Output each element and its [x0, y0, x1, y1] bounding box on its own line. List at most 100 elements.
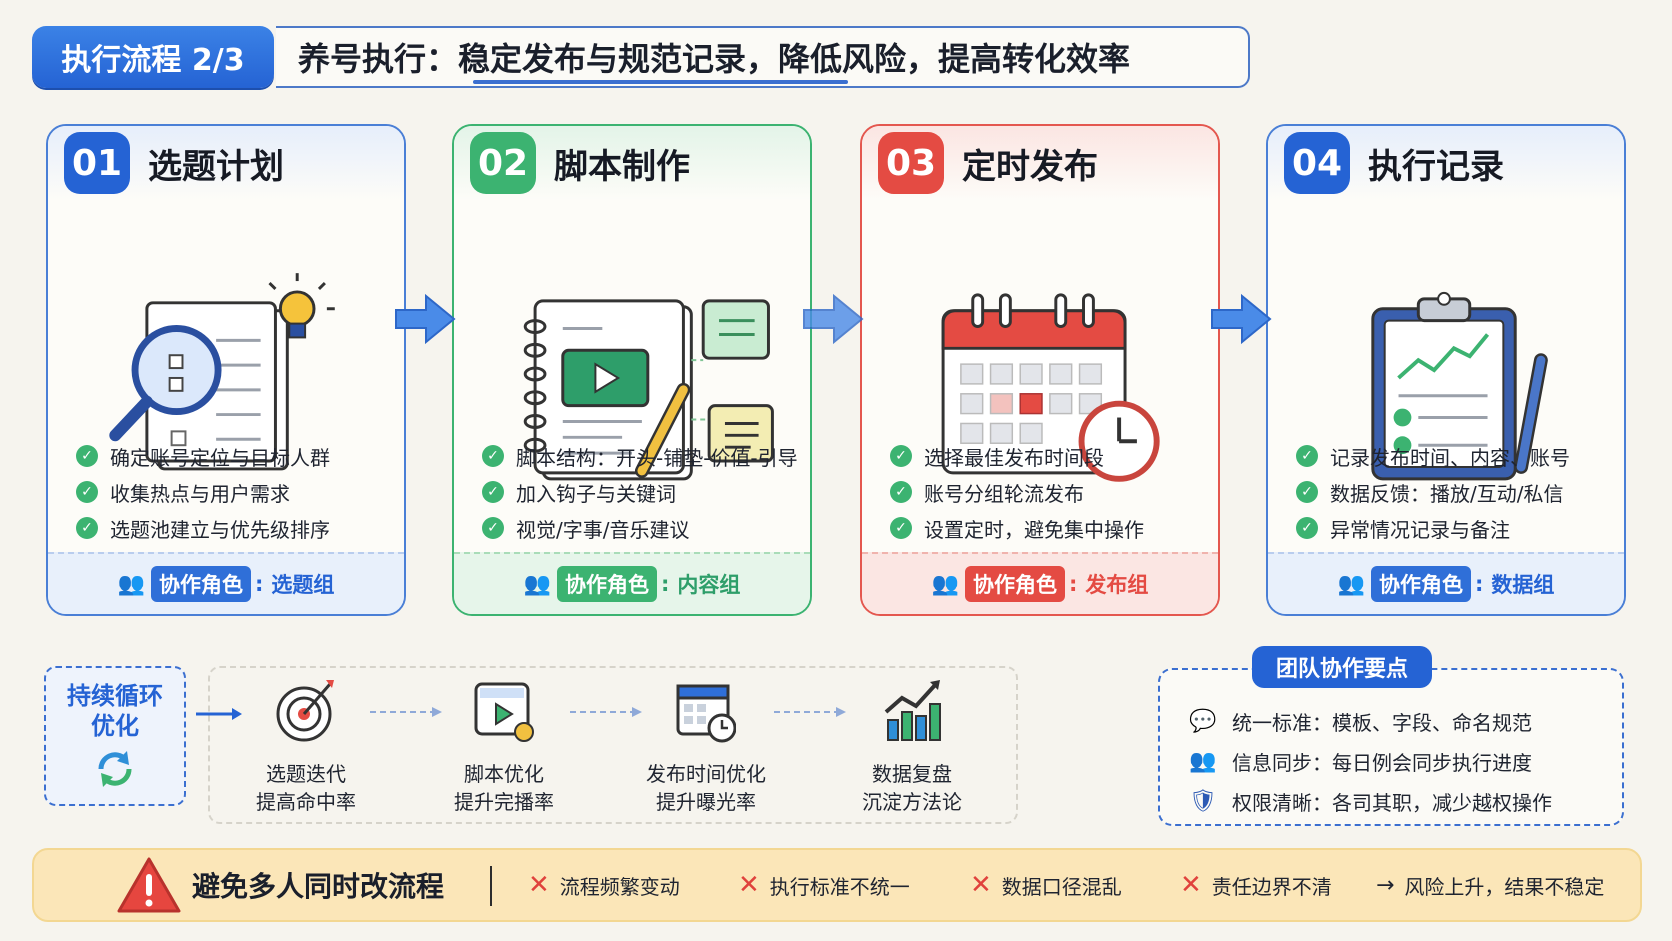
card-execution-log: 04 执行记录 ✓记录发布时间、内容、账号 ✓ 数据反馈：播放/互动/私信 ✓异常… — [1266, 124, 1626, 616]
bullet-text: 账号分组轮流发布 — [924, 481, 1084, 506]
warning-item-text: 数据口径混乱 — [1001, 874, 1122, 899]
check-icon: ✓ — [76, 481, 98, 503]
team-item-text: 模板、字段、命名规范 — [1332, 710, 1532, 735]
bullet-text: 设置定时，避免集中操作 — [924, 517, 1144, 542]
card-title: 脚本制作 — [554, 146, 690, 187]
step-text: 发布时间优化提升曝光率 — [616, 760, 796, 816]
loop-step-data-review: 数据复盘沉淀方法论 — [822, 676, 1002, 816]
role-bar: 👥 协作角色 : 发布组 — [862, 552, 1218, 614]
card-number: 03 — [878, 132, 944, 194]
warning-item: ✕责任边界不清 — [1180, 850, 1332, 920]
warning-item-text: 流程频繁变动 — [559, 874, 680, 899]
bullet-text: 记录发布时间、内容、账号 — [1330, 445, 1570, 470]
check-icon: ✓ — [76, 445, 98, 467]
role-separator: : — [1475, 572, 1484, 596]
list-item: ✓确定账号定位与目标人群 — [76, 438, 404, 474]
card-title: 定时发布 — [962, 146, 1098, 187]
list-item: ✓选题池建立与优先级排序 — [76, 510, 404, 546]
bullet-text: 收集热点与用户需求 — [110, 481, 290, 506]
bullet-text: 视觉/字事/音乐建议 — [516, 517, 690, 542]
list-item: ✓ 设置定时，避免集中操作 — [890, 510, 1218, 546]
magnifier-document-icon — [109, 273, 335, 471]
warning-item-text: 执行标准不统一 — [769, 874, 910, 899]
refresh-icon — [98, 751, 132, 787]
check-icon: ✓ — [482, 445, 504, 467]
role-label: 协作角色 — [965, 566, 1065, 602]
arrow-right-icon — [395, 293, 456, 345]
card-scheduled-publish: 03 定时发布 ✓选择最佳发布时间段 ✓ 账号分组轮流发布 ✓ 设置定时，避免集中操… — [860, 124, 1220, 616]
team-row: 🛡 权限清晰：各司其职，减少越权操作 — [1188, 782, 1552, 820]
check-icon: ✓ — [76, 517, 98, 539]
step-text: 选题迭代提高命中率 — [216, 760, 396, 816]
dashed-arrow-icon — [774, 707, 846, 717]
dashed-arrow-icon — [570, 707, 642, 717]
check-icon: ✓ — [482, 481, 504, 503]
continuous-loop-box: 持续循环优化 — [44, 666, 186, 806]
card-script-making: 02 脚本制作 ✓ 脚本结构：开头-铺垫-价值-引导 ✓ 加入钩子与关键词 ✓视觉/… — [452, 124, 812, 616]
check-icon: ✓ — [1296, 481, 1318, 503]
warning-result-text: 风险上升，结果不稳定 — [1404, 874, 1605, 899]
list-item: ✓视觉/字事/音乐建议 — [482, 510, 810, 546]
role-label: 协作角色 — [557, 566, 657, 602]
step-text: 脚本优化提升完播率 — [414, 760, 594, 816]
loop-step-topic-iteration: 选题迭代提高命中率 — [216, 676, 396, 816]
users-icon: 👥 — [931, 571, 959, 597]
clipboard-chart-icon — [1371, 291, 1548, 481]
warning-title: 避免多人同时改流程 — [192, 870, 445, 903]
notebook-video-icon — [523, 299, 774, 481]
divider — [490, 866, 492, 906]
users-icon: 👥 — [523, 571, 551, 597]
step-text: 数据复盘沉淀方法论 — [822, 760, 1002, 816]
card-header: 04 执行记录 — [1268, 126, 1624, 200]
card-title: 执行记录 — [1368, 146, 1504, 187]
card-number: 04 — [1284, 132, 1350, 194]
check-icon: ✓ — [890, 445, 912, 467]
step-line1: 数据复盘 — [872, 762, 952, 786]
role-value: 选题组 — [271, 573, 335, 597]
role-separator: : — [255, 572, 264, 596]
list-item: ✓记录发布时间、内容、账号 — [1296, 438, 1624, 474]
dashed-arrow-icon — [370, 707, 442, 717]
card-header: 02 脚本制作 — [454, 126, 810, 200]
warning-item: ✕ 数据口径混乱 — [970, 850, 1122, 920]
card-bullets: ✓确定账号定位与目标人群 ✓ 收集热点与用户需求 ✓选题池建立与优先级排序 — [76, 438, 404, 546]
team-item-key: 信息同步 — [1232, 750, 1312, 775]
check-icon: ✓ — [890, 517, 912, 539]
step-line1: 选题迭代 — [266, 762, 346, 786]
list-item: ✓ 数据反馈：播放/互动/私信 — [1296, 474, 1624, 510]
loop-step-publish-time-optimization: 发布时间优化提升曝光率 — [616, 676, 796, 816]
target-icon — [276, 680, 334, 742]
role-value: 内容组 — [677, 573, 741, 597]
loop-step-script-optimization: 脚本优化提升完播率 — [414, 676, 594, 816]
title-underline — [473, 80, 848, 84]
role-bar: 👥 协作角色 : 选题组 — [48, 552, 404, 614]
list-item: ✓异常情况记录与备注 — [1296, 510, 1624, 546]
chat-icon: 💬 — [1189, 708, 1217, 734]
role-value: 数据组 — [1491, 573, 1555, 597]
video-edit-icon — [474, 682, 534, 742]
cross-icon: ✕ — [970, 870, 992, 900]
calendar-clock-icon — [941, 293, 1160, 482]
card-header: 03 定时发布 — [862, 126, 1218, 200]
warning-item: ✕流程频繁变动 — [528, 850, 680, 920]
loop-label: 持续循环优化 — [67, 682, 163, 740]
growth-chart-icon — [884, 680, 941, 741]
role-value: 发布组 — [1085, 573, 1149, 597]
bullet-text: 异常情况记录与备注 — [1330, 517, 1510, 542]
warning-icon — [117, 857, 181, 913]
shield-icon: 🛡 — [1189, 788, 1217, 814]
arrow-right-icon: → — [1376, 872, 1395, 898]
role-separator: : — [661, 572, 670, 596]
bullet-text: 脚本结构：开头-铺垫-价值-引导 — [516, 445, 798, 470]
role-label: 协作角色 — [151, 566, 251, 602]
role-separator: : — [1069, 572, 1078, 596]
team-item-colon: ： — [1312, 710, 1332, 735]
team-collaboration-box: 💬 统一标准：模板、字段、命名规范 👥 信息同步：每日例会同步执行进度 🛡 权限… — [1158, 668, 1624, 826]
step-line2: 提升曝光率 — [656, 790, 756, 814]
step-line1: 发布时间优化 — [646, 762, 766, 786]
arrow-right-icon — [803, 293, 864, 345]
bullet-text: 加入钩子与关键词 — [516, 481, 676, 506]
list-item: ✓选择最佳发布时间段 — [890, 438, 1218, 474]
bullet-text: 数据反馈：播放/互动/私信 — [1330, 481, 1564, 506]
loop-flow-box — [208, 666, 1018, 824]
